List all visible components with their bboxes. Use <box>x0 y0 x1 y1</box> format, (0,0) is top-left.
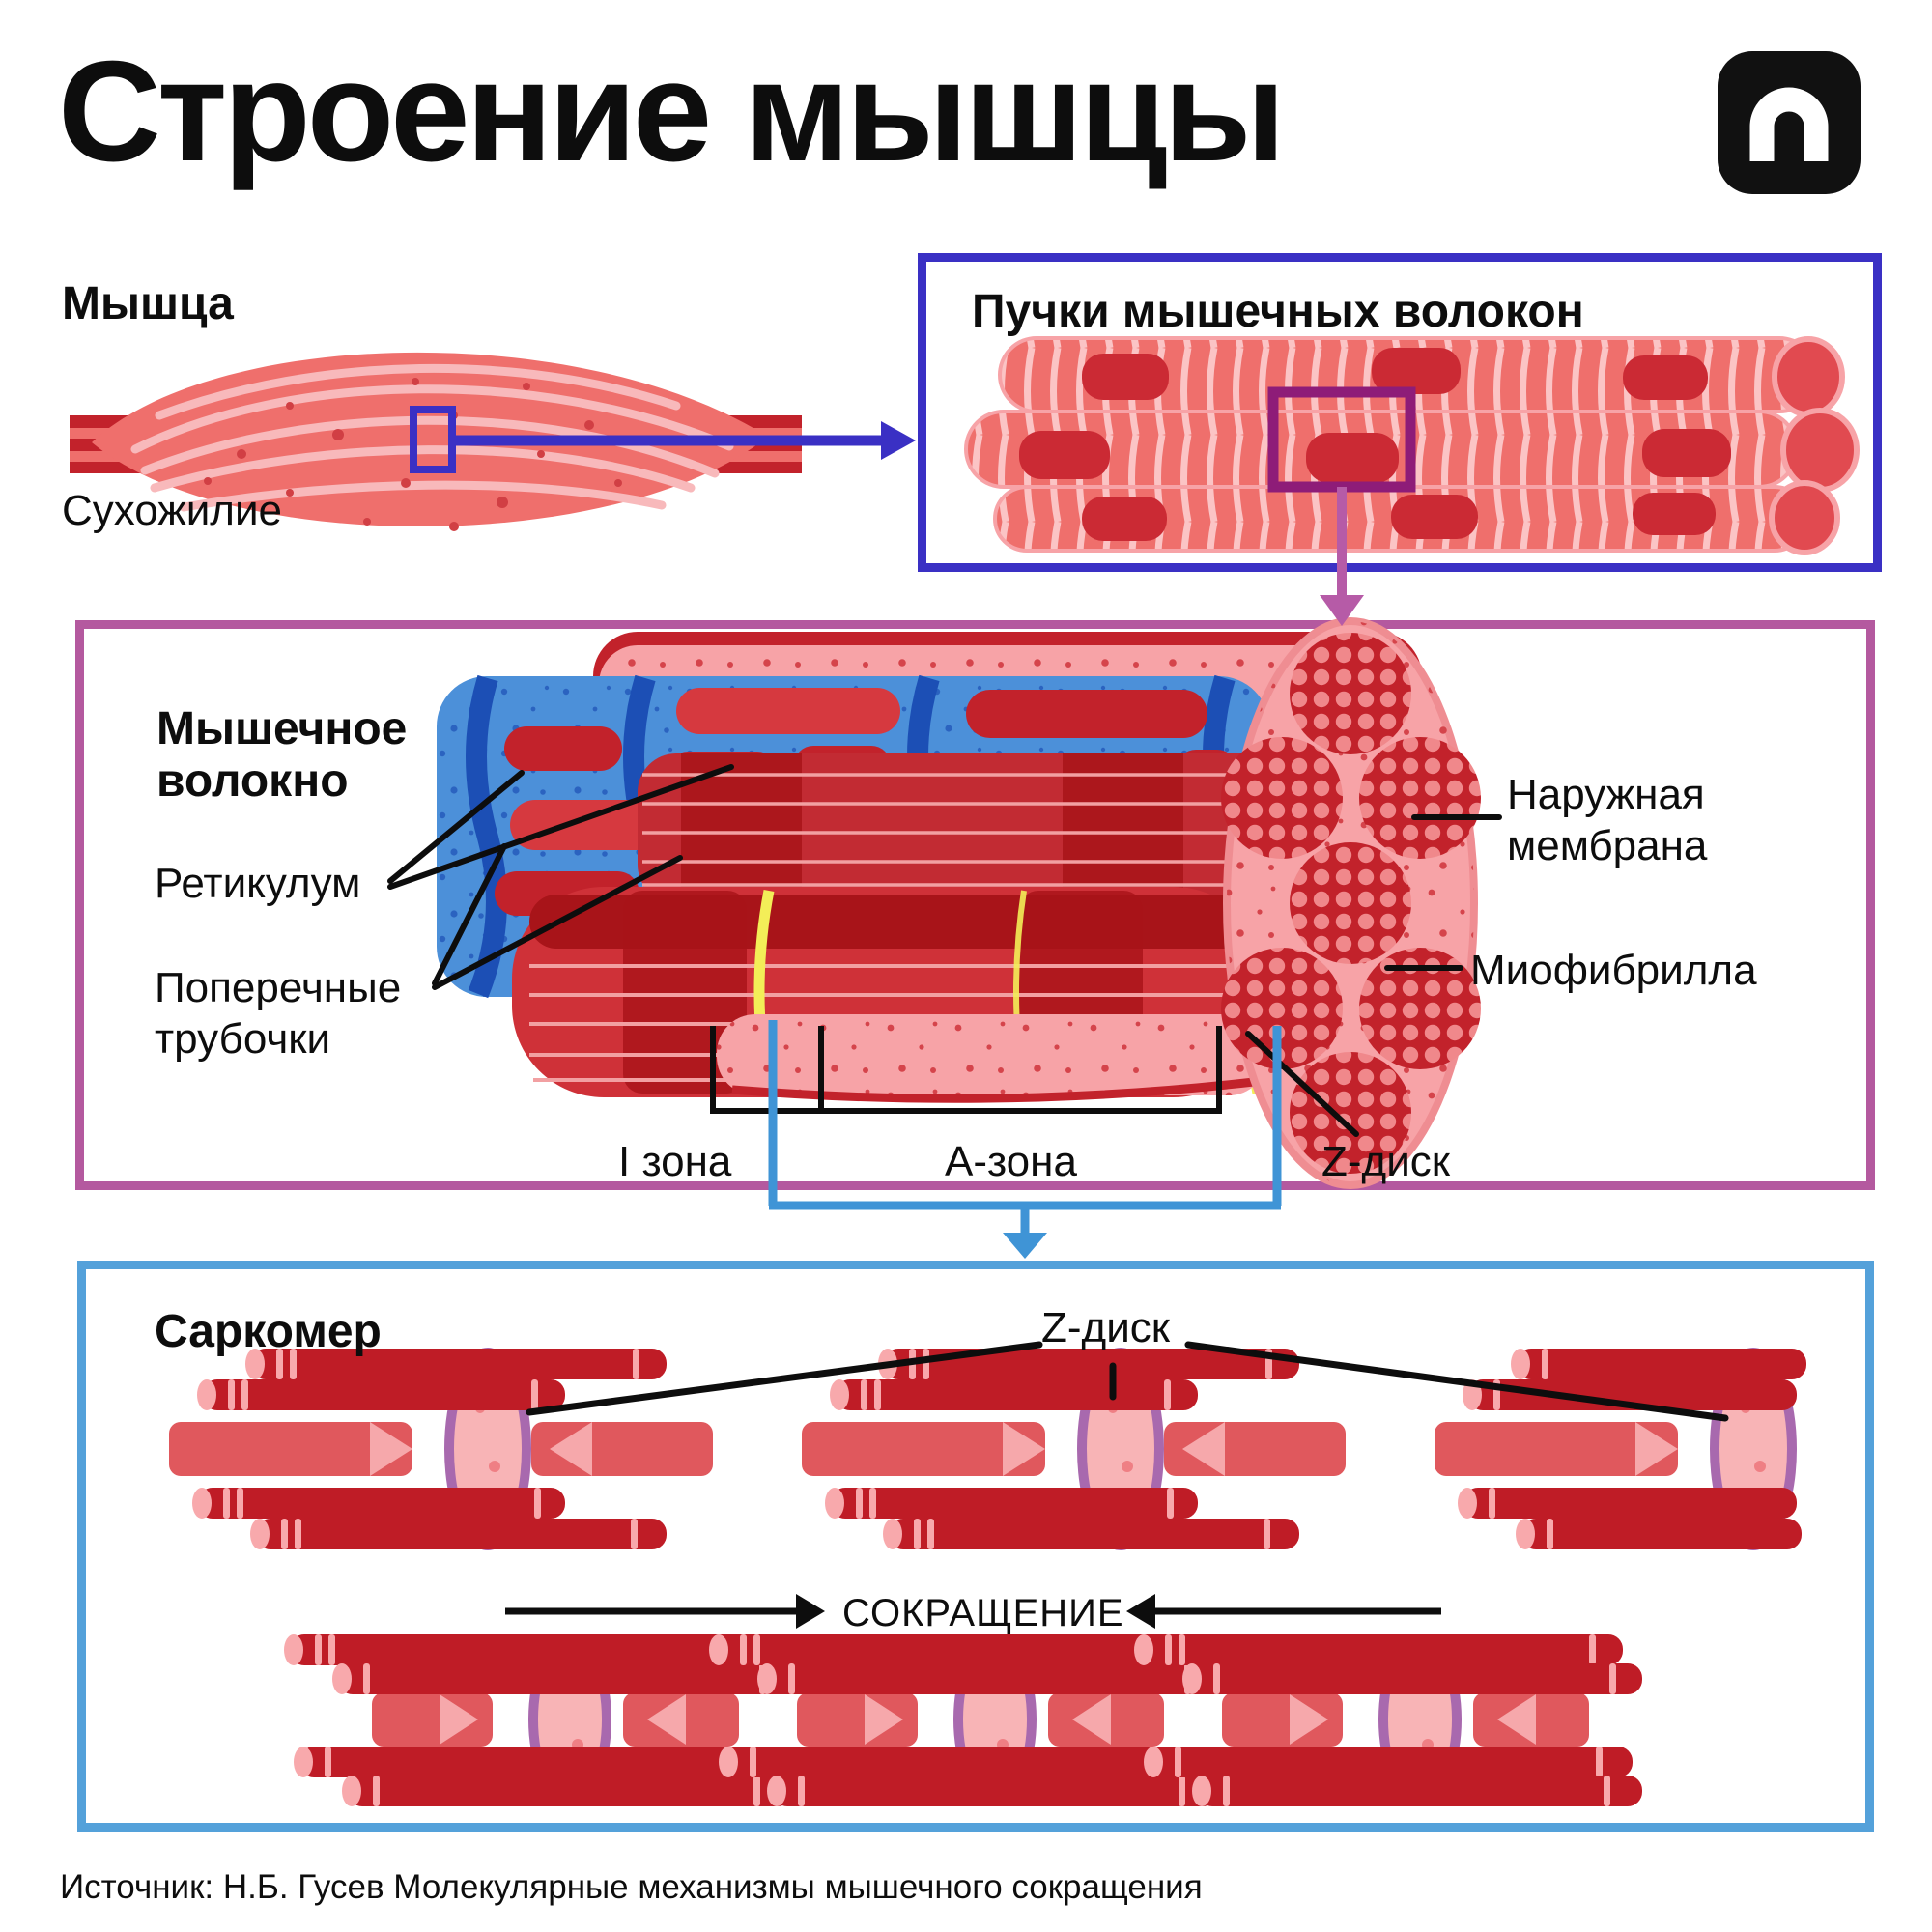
outer-membrane-label: Наружная мембрана <box>1507 771 1708 869</box>
fiber-heading-line2: волокно <box>156 755 349 807</box>
source-line: Источник: Н.Б. Гусев Молекулярные механи… <box>60 1868 1203 1906</box>
page-title: Строение мышцы <box>58 32 1286 191</box>
tendon-label: Сухожилие <box>62 487 282 534</box>
z-disc-label-fiber: Z-диск <box>1321 1138 1451 1185</box>
contraction-label: СОКРАЩЕНИЕ <box>842 1592 1124 1634</box>
sarcomere-heading: Саркомер <box>155 1306 382 1357</box>
sarcomere-relaxed-row <box>169 1349 1806 1549</box>
bundles-heading: Пучки мышечных волокон <box>972 286 1584 337</box>
n-logo-icon <box>1718 51 1861 194</box>
a-zone-label: А-зона <box>945 1138 1077 1185</box>
t-tubules-label: Поперечные трубочки <box>155 964 402 1063</box>
reticulum-label: Ретикулум <box>155 860 361 907</box>
fiber-heading: Мышечное волокно <box>156 703 407 808</box>
sarcomere-contracted-row <box>284 1634 1642 1806</box>
sarcomere-box <box>77 1261 1874 1832</box>
z-disc-label-sarcomere: Z-диск <box>1041 1304 1171 1351</box>
i-zone-label: I зона <box>618 1138 732 1185</box>
myofibril-label: Миофибрилла <box>1470 947 1757 994</box>
muscle-heading: Мышца <box>62 278 234 329</box>
fiber-heading-line1: Мышечное <box>156 703 408 754</box>
bundles-box <box>918 253 1882 572</box>
